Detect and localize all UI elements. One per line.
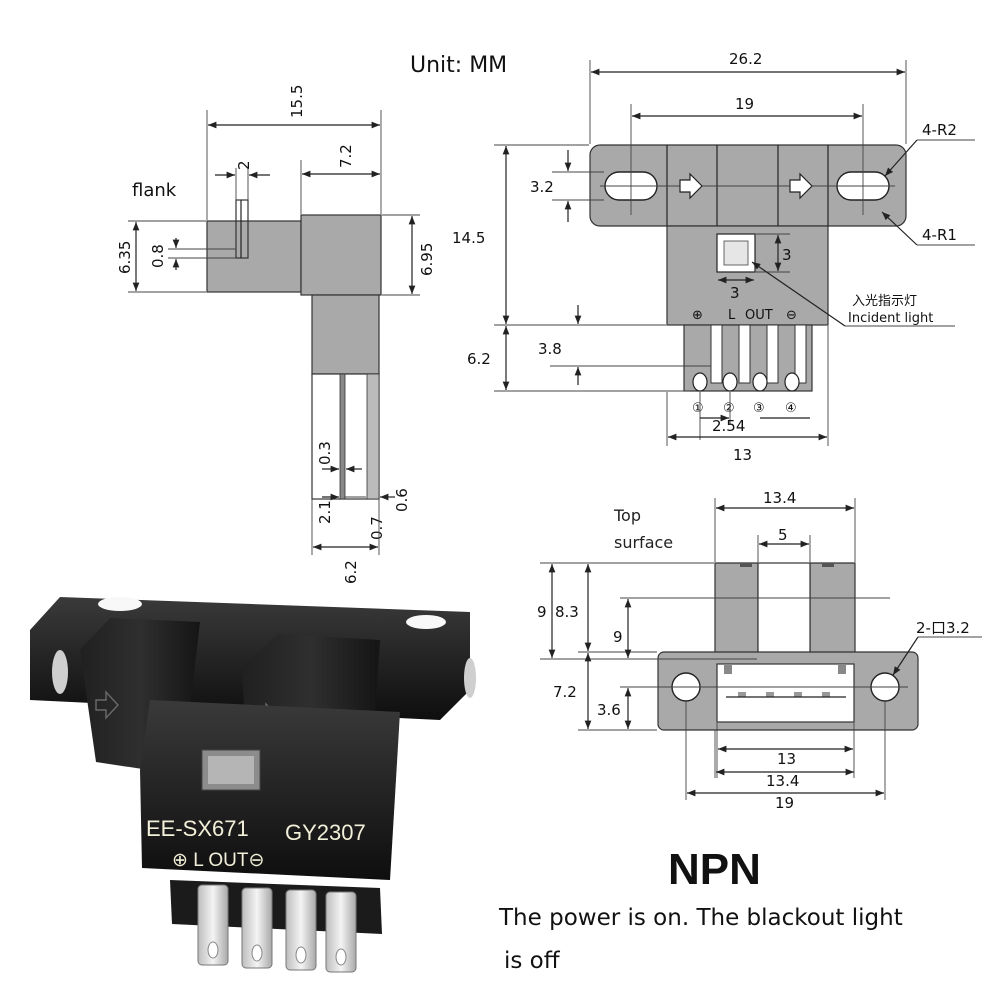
top-caption-line2: surface [614,533,673,552]
top-connector [716,663,855,723]
product-photo: EE-SX671 GY2307 ⊕ L OUT⊖ [30,597,476,973]
dim-top-bottom-c: 19 [775,794,794,812]
dim-front-pin-length: 6.2 [467,350,491,368]
top-view-drawing: Top surface 13.4 5 9 [537,489,982,812]
note-line-1: The power is on. The blackout light [498,905,903,931]
dim-side-body-width: 7.2 [337,144,355,168]
pin-label-l: L [728,308,736,323]
dim-side-pin-offset: 0.7 [368,516,386,540]
pin-label-out: OUT [745,308,773,323]
callout-indicator-en: Incident light [848,311,933,326]
side-right-block [300,214,382,296]
pin-number-1: ① [692,401,704,416]
unit-label: Unit: MM [410,53,507,78]
photo-pin-4 [325,891,357,973]
side-slot [235,199,249,259]
pin-label-plus: ⊕ [692,308,703,323]
front-arrow-left [679,172,703,200]
front-arrow-right [789,172,813,200]
dim-side-base-width: 6.2 [342,560,360,584]
pin-label-minus: ⊖ [786,308,797,323]
dim-side-total-width: 15.5 [288,85,306,118]
dim-side-notch: 0.8 [149,244,167,268]
photo-pin-3 [285,889,317,971]
dim-side-slot: 2 [235,160,253,170]
dim-side-right-height: 6.95 [418,243,436,276]
callout-outer-radius: 4-R2 [922,121,957,139]
callout-inner-radius: 4-R1 [922,226,957,244]
dim-front-base-width: 13 [733,446,752,464]
dim-top-bottom-a: 13 [777,750,796,768]
dim-front-window-width: 3 [730,284,740,302]
dim-top-width: 13.4 [763,489,796,507]
pin-number-3: ③ [753,401,765,416]
npn-title: NPN [668,845,761,894]
side-view-drawing: flank 15.5 2 7.2 6.35 0.8 [116,85,436,584]
dim-top-height-a: 9 [537,603,547,621]
dim-front-hole-height: 3.2 [530,178,554,196]
front-view-drawing: ⊕ L OUT ⊖ ① ② ③ ④ 26.2 19 3.2 14.5 3 [452,50,975,464]
dim-front-pin-pitch: 2.54 [712,417,745,435]
photo-body [140,700,400,880]
dim-front-window: 3 [782,246,792,264]
note-line-2: is off [504,948,561,974]
photo-pin-1 [197,884,229,966]
dim-side-pin-gap: 0.3 [316,441,334,465]
dim-top-flange: 7.2 [553,683,577,701]
dim-top-bottom-b: 13.4 [766,772,799,790]
photo-model: EE-SX671 [146,816,249,841]
dim-side-left-height: 6.35 [116,241,134,274]
callout-hole-size: 2-口3.2 [916,619,970,637]
dim-top-height-b: 8.3 [555,603,579,621]
dim-side-pin-pitch: 2.1 [316,500,334,524]
side-stem [311,294,380,375]
dim-top-inner: 9 [613,628,623,646]
callout-indicator-cn: 入光指示灯 [852,294,917,309]
photo-batch: GY2307 [285,820,366,845]
photo-pin-2 [241,887,273,969]
pin-number-4: ④ [785,401,797,416]
dim-side-pin-thickness: 0.6 [393,488,411,512]
dim-front-total-width: 26.2 [729,50,762,68]
top-caption-line1: Top [613,506,641,525]
dim-front-hole-pitch: 19 [735,95,754,113]
photo-terminals: ⊕ L OUT⊖ [172,850,264,871]
dim-front-total-height: 14.5 [452,229,485,247]
pin-number-2: ② [723,401,735,416]
dim-top-slot-width: 5 [778,526,788,544]
dim-top-hole-pos: 3.6 [597,701,621,719]
dim-front-pin-section: 3.8 [538,340,562,358]
flank-label: flank [132,180,177,201]
side-left-block [206,220,302,293]
